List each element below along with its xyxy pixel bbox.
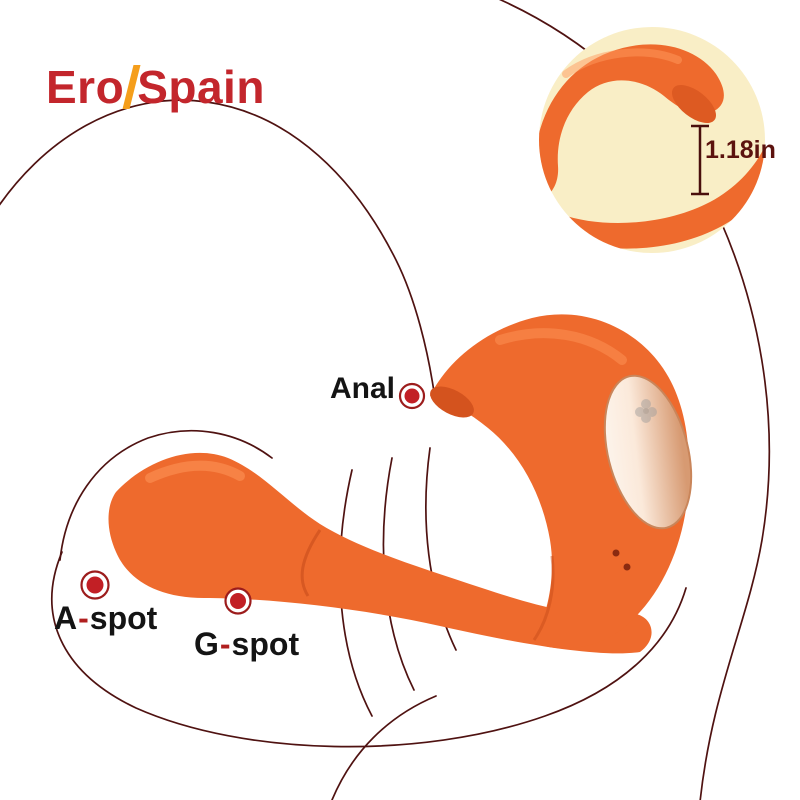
- g-spot-label: G-spot: [194, 628, 299, 660]
- head-inner-shade: [532, 555, 555, 641]
- head-highlight: [495, 328, 627, 365]
- charging-pin: [623, 563, 631, 571]
- metallic-panel: [603, 374, 693, 530]
- contour-upper-loop: [0, 99, 435, 393]
- a-spot-word: spot: [89, 600, 158, 636]
- a-spot-letter: A: [54, 600, 78, 636]
- device: [108, 314, 693, 654]
- device-shaft: [108, 452, 652, 654]
- tongue-tip: [430, 386, 474, 418]
- contour-lower-loop: [51, 551, 687, 748]
- g-spot-letter: G: [194, 626, 219, 662]
- inset-detail: [539, 27, 765, 253]
- shaft-seam: [300, 529, 322, 597]
- g-spot-hyphen: -: [219, 626, 231, 662]
- contour-canal-line: [425, 447, 457, 651]
- contour-bottom-line: [331, 695, 437, 800]
- anal-label: Anal: [330, 372, 396, 405]
- measurement-line: [691, 124, 709, 196]
- anal-marker-dot: [398, 382, 426, 410]
- measurement-label: 1.18in: [705, 136, 776, 164]
- inset-highlight: [562, 48, 682, 78]
- brand-logo: Ero Spain: [46, 64, 265, 110]
- shaft-highlight: [145, 460, 245, 483]
- a-spot-label: A-spot: [54, 602, 157, 634]
- inset-tongue: [672, 84, 716, 124]
- charging-pin: [612, 549, 620, 557]
- inset-arm: [539, 44, 724, 198]
- a-spot-hyphen: -: [78, 600, 89, 636]
- inset-lower-arm: [540, 148, 765, 249]
- brand-name-part2: Spain: [137, 61, 265, 113]
- contour-left-opening: [59, 429, 273, 561]
- g-spot-word: spot: [231, 626, 300, 662]
- a-spot-marker-dot: [80, 570, 110, 600]
- g-spot-marker-dot: [224, 587, 252, 615]
- markers: [80, 382, 426, 615]
- brand-name-part1: Ero: [46, 61, 125, 113]
- flower-icon: [635, 399, 657, 423]
